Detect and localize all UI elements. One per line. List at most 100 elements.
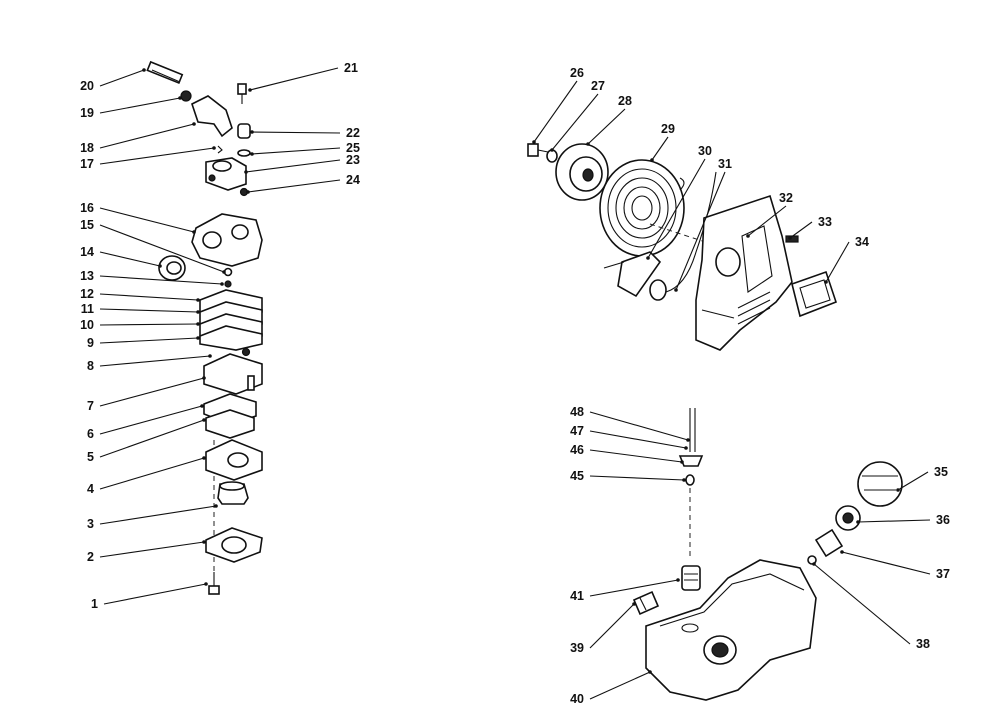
callout-dot-1 [204,582,208,586]
callout-leader-46 [589,449,683,463]
part-housing-gasket [791,270,837,318]
carburetor-assembly [146,60,263,595]
callout-leader-4 [99,457,205,490]
callout-leader-7 [99,377,205,407]
callout-dot-39 [632,602,636,606]
callout-number-8: 8 [87,359,94,373]
callout-dot-13 [220,282,224,286]
callout-number-7: 7 [87,399,94,413]
callout-number-40: 40 [570,692,584,706]
callout-dot-37 [840,550,844,554]
callout-leader-29 [651,136,669,161]
part-gasket-stack [199,289,263,351]
callout-dot-27 [550,148,554,152]
part-fuel-tank [645,559,817,701]
callout-leader-40 [589,671,651,700]
callout-leader-14 [99,251,161,267]
callout-number-37: 37 [936,567,950,581]
callout-leader-24 [247,179,341,193]
callout-number-45: 45 [570,469,584,483]
callout-leader-23 [245,159,341,173]
callout-leader-22 [251,131,341,134]
callout-leader-31 [675,171,726,291]
callout-number-47: 47 [570,424,584,438]
callout-dot-9 [196,336,200,340]
callout-leader-28 [587,108,626,145]
callout-leader-9 [99,337,199,344]
callout-dot-34 [824,280,828,284]
callout-dot-4 [202,456,206,460]
callout-leader-17 [99,147,215,165]
callout-number-26: 26 [570,66,584,80]
callout-number-21: 21 [344,61,358,75]
callout-number-17: 17 [80,157,94,171]
part-filter-housing [217,481,249,505]
callout-number-6: 6 [87,427,94,441]
part-recoil-spring [599,159,685,257]
callout-dot-46 [680,460,684,464]
callout-dot-18 [192,122,196,126]
callout-number-22: 22 [346,126,360,140]
callout-number-36: 36 [936,513,950,527]
part-diaphragm-gasket [205,409,255,439]
callout-dot-12 [196,298,200,302]
callout-dot-29 [650,158,654,162]
callout-leader-6 [99,405,203,435]
callout-number-18: 18 [80,141,94,155]
callout-number-27: 27 [591,79,605,93]
callout-leader-12 [99,293,199,301]
part-needle [224,280,232,288]
part-starter-handle [603,171,717,301]
callout-number-23: 23 [346,153,360,167]
callout-dot-19 [178,96,182,100]
callout-number-11: 11 [81,302,94,316]
part-fuel-filter [681,565,701,591]
callout-number-41: 41 [570,589,584,603]
callout-dot-7 [202,376,206,380]
part-cap-insert [835,505,861,531]
callout-leader-15 [99,224,225,273]
part-cap-retainer [814,528,844,558]
callout-dot-2 [202,540,206,544]
part-tank-clip [632,590,660,616]
callout-number-38: 38 [916,637,930,651]
callout-number-25: 25 [346,141,360,155]
part-starter-washer [546,149,558,163]
callout-leader-19 [99,97,181,114]
callout-leader-1 [103,583,207,605]
callout-leader-18 [99,123,195,149]
callout-number-31: 31 [718,157,732,171]
callout-leader-30 [647,158,706,259]
starter-assembly [527,143,837,351]
callout-dot-47 [684,446,688,450]
callout-number-13: 13 [80,269,94,283]
callout-number-20: 20 [80,79,94,93]
part-nut [180,90,192,102]
callout-number-46: 46 [570,443,584,457]
callout-dot-22 [250,130,254,134]
callout-leader-3 [99,505,217,525]
part-fuel-lines [689,408,696,452]
callout-dot-6 [200,404,204,408]
part-carb-top-body [205,157,247,191]
callout-dot-30 [646,256,650,260]
callout-dot-38 [812,562,816,566]
callout-dot-10 [196,322,200,326]
callout-dot-16 [192,230,196,234]
callout-leader-45 [589,475,685,481]
callout-leader-27 [551,93,599,151]
callout-number-5: 5 [87,450,94,464]
part-fuel-cap [857,461,903,507]
callout-dot-14 [158,264,162,268]
callout-dot-26 [532,140,536,144]
part-sleeve [237,123,251,139]
part-throttle-lever [191,95,233,138]
callout-labels: 1234567891011121314151617181920212225232… [80,61,950,706]
callout-leader-41 [589,579,679,597]
callout-leader-32 [747,205,787,237]
callout-leader-37 [841,551,931,575]
callout-leader-25 [251,147,341,155]
callout-number-30: 30 [698,144,712,158]
callout-number-19: 19 [80,106,94,120]
